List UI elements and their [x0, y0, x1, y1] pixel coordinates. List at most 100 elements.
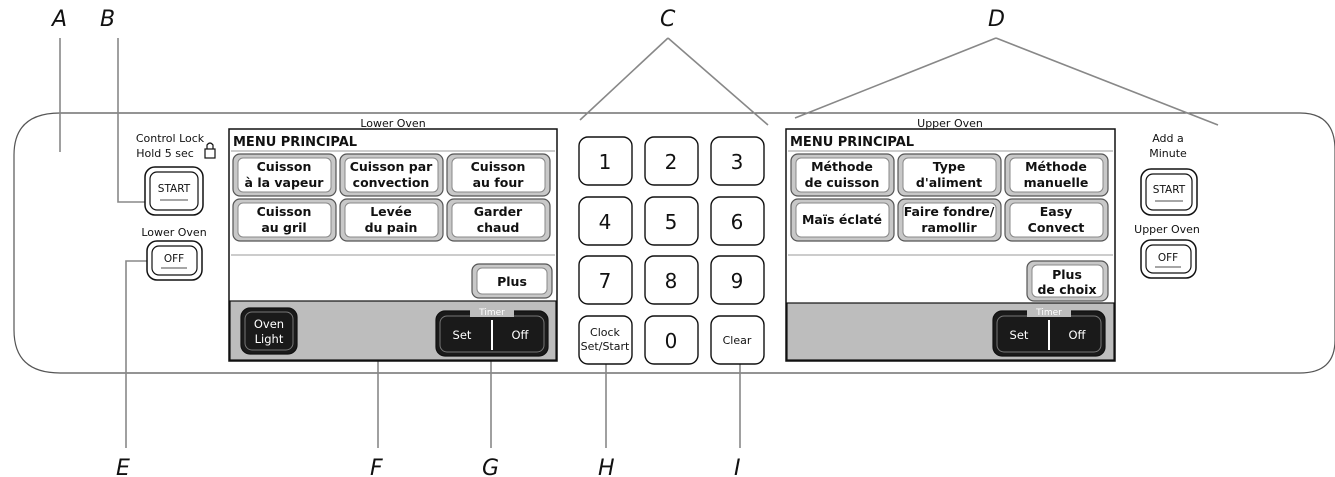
key-label: 4: [599, 210, 612, 234]
key-1[interactable]: 1: [578, 136, 633, 186]
upper-btn-food-type[interactable]: Type d'aliment: [897, 153, 1002, 197]
upper-oven-title: Upper Oven: [917, 117, 983, 130]
upper-btn-cook-method[interactable]: Méthode de cuisson: [790, 153, 895, 197]
upper-btn-easy-convect[interactable]: Easy Convect: [1004, 198, 1109, 242]
btn-line-1: Cuisson: [257, 204, 312, 219]
key-label: 7: [599, 269, 612, 293]
leader-c-left: [579, 37, 669, 121]
upper-oven-off-label: Upper Oven: [1134, 223, 1200, 236]
lower-btn-proof[interactable]: Levée du pain: [339, 198, 444, 242]
leader-c-right: [667, 37, 769, 126]
btn-line-1: Garder: [474, 204, 523, 219]
callout-b: B: [100, 7, 115, 32]
key-6[interactable]: 6: [710, 196, 765, 246]
clock-label: Clock: [590, 326, 621, 339]
callout-h: H: [598, 456, 615, 477]
upper-oven-off-button[interactable]: OFF: [1140, 239, 1197, 279]
lower-btn-steam[interactable]: Cuisson à la vapeur: [232, 153, 337, 197]
btn-line-2: au gril: [261, 220, 306, 235]
off-label: OFF: [164, 253, 184, 265]
upper-timer-control: Timer Set Off: [992, 308, 1106, 357]
btn-line-1: Levée: [370, 204, 412, 219]
btn-line-1: Cuisson: [257, 159, 312, 174]
timer-label: Timer: [478, 308, 505, 318]
callout-d: D: [988, 7, 1005, 32]
lower-oven-off-button[interactable]: OFF: [146, 240, 203, 281]
key-label: 8: [665, 269, 678, 293]
oven-light-button[interactable]: Oven Light: [240, 307, 298, 355]
key-label: 2: [665, 150, 678, 174]
btn-line-2: Convect: [1028, 220, 1085, 235]
key-7[interactable]: 7: [578, 255, 633, 305]
upper-btn-melt-soften[interactable]: Faire fondre/ ramollir: [897, 198, 1002, 242]
callout-a: A: [50, 7, 67, 32]
minute-label: Minute: [1149, 147, 1187, 160]
lower-btn-bake[interactable]: Cuisson au four: [446, 153, 551, 197]
key-label: 3: [731, 150, 744, 174]
key-2[interactable]: 2: [644, 136, 699, 186]
timer-off-button[interactable]: Off: [512, 328, 530, 342]
callout-c: C: [660, 7, 676, 32]
lower-btn-convection[interactable]: Cuisson par convection: [339, 153, 444, 197]
lower-oven-off-label: Lower Oven: [141, 226, 206, 239]
key-label: 5: [665, 210, 678, 234]
key-8[interactable]: 8: [644, 255, 699, 305]
btn-line-1: Easy: [1040, 204, 1073, 219]
oven-label: Oven: [254, 317, 284, 331]
callout-g: G: [482, 456, 499, 477]
control-lock-start-button[interactable]: START: [144, 166, 204, 216]
btn-line-2: manuelle: [1024, 175, 1089, 190]
callout-i: I: [734, 456, 741, 477]
leader-d-left: [794, 37, 997, 119]
upper-btn-popcorn[interactable]: Maïs éclaté: [790, 198, 895, 242]
key-label: 9: [731, 269, 744, 293]
key-5[interactable]: 5: [644, 196, 699, 246]
panel-outline: [13, 112, 1335, 374]
key-label: 1: [599, 150, 612, 174]
btn-line-1: Maïs éclaté: [802, 212, 882, 227]
leader-b: [117, 38, 146, 203]
clear-key[interactable]: Clear: [710, 315, 765, 365]
upper-btn-manual[interactable]: Méthode manuelle: [1004, 153, 1109, 197]
upper-more-choices-button[interactable]: Plus de choix: [1026, 260, 1109, 302]
btn-line-2: chaud: [477, 220, 520, 235]
lower-btn-keep-warm[interactable]: Garder chaud: [446, 198, 551, 242]
btn-line-2: du pain: [365, 220, 418, 235]
plus-label: Plus: [497, 274, 527, 289]
add-minute-start-button[interactable]: START: [1140, 168, 1198, 216]
key-3[interactable]: 3: [710, 136, 765, 186]
btn-line-2: convection: [353, 175, 430, 190]
leader-e: [125, 260, 150, 448]
lower-oven-title: Lower Oven: [360, 117, 425, 130]
timer-set-button[interactable]: Set: [453, 328, 472, 342]
lower-plus-button[interactable]: Plus: [471, 263, 553, 299]
lower-btn-broil[interactable]: Cuisson au gril: [232, 198, 337, 242]
leader-lines: [59, 37, 1219, 448]
set-start-label: Set/Start: [581, 340, 630, 353]
callout-f: F: [370, 456, 383, 477]
btn-line-1: Cuisson par: [350, 159, 433, 174]
key-label: 6: [731, 210, 744, 234]
lower-timer-control: Timer Set Off: [435, 308, 549, 357]
btn-line-1: Cuisson: [471, 159, 526, 174]
off-label: OFF: [1158, 252, 1178, 264]
timer-set-button[interactable]: Set: [1010, 328, 1029, 342]
start-label: START: [1153, 184, 1186, 196]
key-4[interactable]: 4: [578, 196, 633, 246]
btn-line-2: de cuisson: [805, 175, 880, 190]
hold-label: Hold 5 sec: [136, 147, 194, 160]
upper-menu-header: MENU PRINCIPAL: [790, 135, 914, 150]
btn-line-1: Méthode: [811, 159, 873, 174]
timer-label: Timer: [1035, 308, 1062, 318]
clear-label: Clear: [723, 334, 752, 347]
btn-line-2: au four: [473, 175, 525, 190]
plus-line-1: Plus: [1052, 267, 1082, 282]
timer-off-button[interactable]: Off: [1069, 328, 1087, 342]
key-9[interactable]: 9: [710, 255, 765, 305]
key-label: 0: [665, 329, 678, 353]
btn-line-1: Type: [933, 159, 966, 174]
key-0[interactable]: 0: [644, 315, 699, 365]
add-a-label: Add a: [1152, 132, 1184, 145]
